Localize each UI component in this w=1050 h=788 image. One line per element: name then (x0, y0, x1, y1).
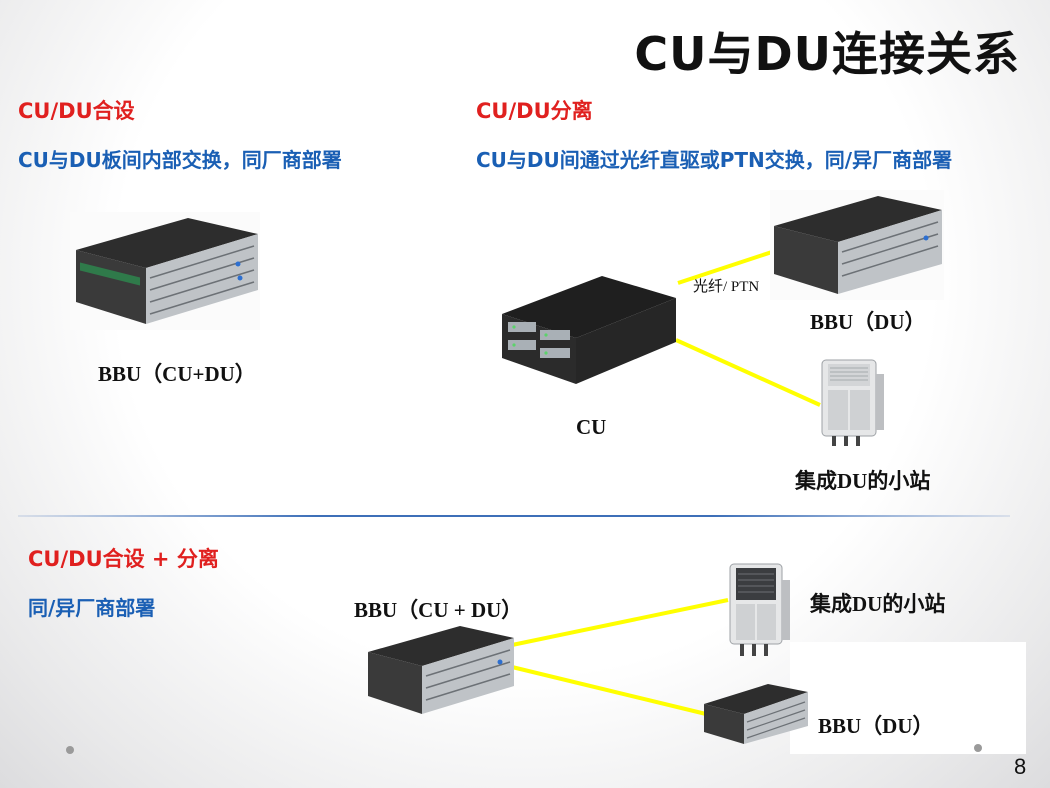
bbu-du-device-icon (770, 190, 944, 300)
bottom-small-cell-label: 集成DU的小站 (810, 592, 946, 616)
right-description: CU与DU间通过光纤直驱或PTN交换，同/异厂商部署 (476, 148, 953, 172)
du-panel-background (790, 642, 1026, 754)
bottom-small-cell-icon (729, 563, 790, 656)
bbu-du-label: BBU（DU） (810, 310, 926, 334)
decor-dot (66, 746, 74, 754)
left-description: CU与DU板间内部交换，同厂商部署 (18, 148, 342, 172)
bottom-bbu-device-icon (368, 626, 514, 714)
small-cell-label: 集成DU的小站 (795, 469, 931, 493)
decor-dot (974, 744, 982, 752)
section-divider (18, 515, 1010, 517)
bottom-du-label: BBU（DU） (818, 714, 934, 738)
link-bbu-to-small-cell (511, 598, 729, 647)
right-heading: CU/DU分离 (476, 99, 593, 123)
link-bbu-to-du (511, 665, 707, 716)
bottom-bbu-label: BBU（CU + DU） (354, 598, 523, 622)
left-heading: CU/DU合设 (18, 99, 135, 123)
cu-server-icon (502, 276, 676, 384)
link-cu-to-du (677, 248, 779, 285)
page-title: CU与DU连接关系 (634, 27, 1020, 81)
bottom-heading: CU/DU合设 + 分离 (28, 547, 219, 571)
bbu-cu-du-label: BBU（CU+DU） (98, 362, 256, 386)
bottom-description: 同/异厂商部署 (28, 596, 156, 620)
bbu-cu-du-device-icon (70, 212, 260, 330)
link-cu-to-small-cell (675, 338, 821, 407)
cu-label: CU (576, 415, 607, 439)
link-label: 光纤/ PTN (693, 279, 760, 295)
bottom-bbu-du-device-icon (704, 684, 808, 744)
small-cell-icon (821, 359, 884, 446)
page-number: 8 (1014, 754, 1027, 779)
